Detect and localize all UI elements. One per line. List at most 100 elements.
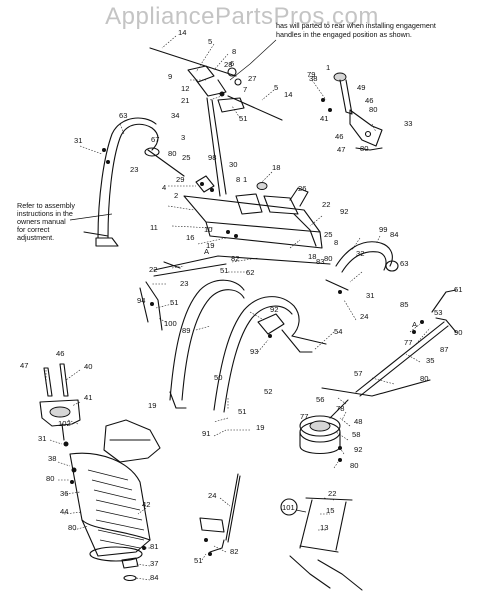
control-panel bbox=[183, 175, 323, 249]
bottom-left-hardware bbox=[121, 546, 146, 582]
part-callout-51: 51 bbox=[220, 266, 228, 275]
part-callout-78: 78 bbox=[336, 404, 344, 413]
part-callout-27: 27 bbox=[248, 74, 256, 83]
part-callout-67: 67 bbox=[151, 135, 159, 144]
part-callout-34: 34 bbox=[171, 111, 179, 120]
note-assembly-line-3: owners manual bbox=[17, 217, 66, 226]
right-pulley-assembly bbox=[299, 399, 349, 462]
part-callout-38: 38 bbox=[309, 74, 317, 83]
top-linkage-assembly bbox=[149, 47, 283, 197]
part-callout-41: 41 bbox=[320, 114, 328, 123]
part-callout-48: 48 bbox=[354, 417, 362, 426]
part-callout-36: 36 bbox=[60, 489, 68, 498]
part-callout-46: 46 bbox=[335, 132, 343, 141]
part-callout-85: 85 bbox=[400, 300, 408, 309]
part-callout-51: 51 bbox=[239, 114, 247, 123]
part-callout-23: 23 bbox=[180, 279, 188, 288]
part-callout-98: 98 bbox=[208, 153, 216, 162]
part-callout-37: 37 bbox=[150, 559, 158, 568]
part-callout-101: 101 bbox=[282, 503, 295, 512]
part-callout-15: 15 bbox=[326, 506, 334, 515]
part-callout-50: 50 bbox=[214, 373, 222, 382]
part-callout-87: 87 bbox=[440, 345, 448, 354]
part-callout-62: 62 bbox=[246, 268, 254, 277]
part-callout-31: 31 bbox=[74, 136, 82, 145]
part-callout-80: 80 bbox=[420, 374, 428, 383]
upper-handle bbox=[83, 117, 185, 247]
part-callout-54: 54 bbox=[334, 327, 342, 336]
part-callout-14: 14 bbox=[284, 90, 292, 99]
part-callout-102: 102 bbox=[58, 419, 71, 428]
part-callout-4: 4 bbox=[162, 183, 166, 192]
part-callout-79: 79 bbox=[307, 70, 315, 79]
part-callout-92: 92 bbox=[354, 445, 362, 454]
part-callout-58: 58 bbox=[352, 430, 360, 439]
part-callout-77: 77 bbox=[300, 412, 308, 421]
part-callout-32: 32 bbox=[356, 249, 364, 258]
note-leader-line bbox=[229, 39, 277, 81]
part-callout-63: 63 bbox=[119, 111, 127, 120]
part-callout-84: 84 bbox=[150, 573, 158, 582]
lower-handle bbox=[169, 279, 327, 413]
part-callout-13: 13 bbox=[320, 523, 328, 532]
part-callout-89: 89 bbox=[182, 326, 190, 335]
part-callout-47: 47 bbox=[337, 145, 345, 154]
part-callout-99: 99 bbox=[379, 225, 387, 234]
mid-linkage bbox=[139, 255, 331, 331]
part-callout-56: 56 bbox=[316, 395, 324, 404]
part-callout-35: 35 bbox=[426, 356, 434, 365]
part-callout-30: 30 bbox=[229, 160, 237, 169]
part-callout-80: 80 bbox=[168, 149, 176, 158]
part-callout-80: 80 bbox=[46, 474, 54, 483]
part-callout-84: 84 bbox=[390, 230, 398, 239]
part-callout-21: 21 bbox=[181, 96, 189, 105]
part-callout-5: 5 bbox=[208, 37, 212, 46]
part-callout-A: A bbox=[412, 320, 418, 329]
part-callout-26: 26 bbox=[298, 184, 306, 193]
bottom-right-rod-assembly bbox=[280, 497, 363, 591]
part-callout-18: 18 bbox=[308, 252, 316, 261]
part-callout-41: 41 bbox=[84, 393, 92, 402]
part-callout-61: 61 bbox=[454, 285, 462, 294]
part-callout-11: 11 bbox=[150, 223, 158, 232]
part-callout-46: 46 bbox=[56, 349, 64, 358]
part-callout-9: 9 bbox=[168, 72, 172, 81]
part-callout-7: 7 bbox=[243, 85, 247, 94]
note-top-line-1: has will parted to rear when installing … bbox=[276, 21, 436, 30]
part-callout-19: 19 bbox=[148, 401, 156, 410]
part-callout-81: 81 bbox=[150, 542, 158, 551]
part-callout-23: 23 bbox=[130, 165, 138, 174]
part-callout-38: 38 bbox=[48, 454, 56, 463]
assembly-note: Refer to assembly instructions in the ow… bbox=[17, 201, 75, 242]
right-lever-assembly bbox=[321, 72, 383, 151]
part-callout-77: 77 bbox=[404, 338, 412, 347]
part-callout-80: 80 bbox=[360, 144, 368, 153]
chute-assembly bbox=[69, 419, 161, 562]
part-callout-80: 80 bbox=[369, 105, 377, 114]
part-callout-8: 8 bbox=[232, 47, 236, 56]
part-callout-51: 51 bbox=[194, 556, 202, 565]
part-callout-8: 8 bbox=[334, 238, 338, 247]
part-callout-63: 63 bbox=[400, 259, 408, 268]
part-callout-29: 29 bbox=[176, 175, 184, 184]
part-callout-82: 82 bbox=[230, 547, 238, 556]
part-callout-3: 3 bbox=[181, 133, 185, 142]
part-callout-92: 92 bbox=[340, 207, 348, 216]
note-assembly-line-5: adjustment. bbox=[17, 233, 54, 242]
part-callout-90: 90 bbox=[454, 328, 462, 337]
right-upper-handle bbox=[325, 241, 399, 294]
part-callout-22: 22 bbox=[328, 489, 336, 498]
part-callout-10: 10 bbox=[204, 225, 212, 234]
leader-lines bbox=[45, 35, 431, 581]
part-callout-22: 22 bbox=[149, 265, 157, 274]
part-callout-40: 40 bbox=[84, 362, 92, 371]
part-callout-12: 12 bbox=[181, 84, 189, 93]
part-callout-25: 25 bbox=[182, 153, 190, 162]
part-callout-82: 82 bbox=[231, 254, 239, 263]
part-callout-57: 57 bbox=[354, 369, 362, 378]
part-callout-44: 44 bbox=[60, 507, 68, 516]
part-callout-1: 1 bbox=[326, 63, 330, 72]
assembly-leader-line bbox=[69, 213, 113, 221]
